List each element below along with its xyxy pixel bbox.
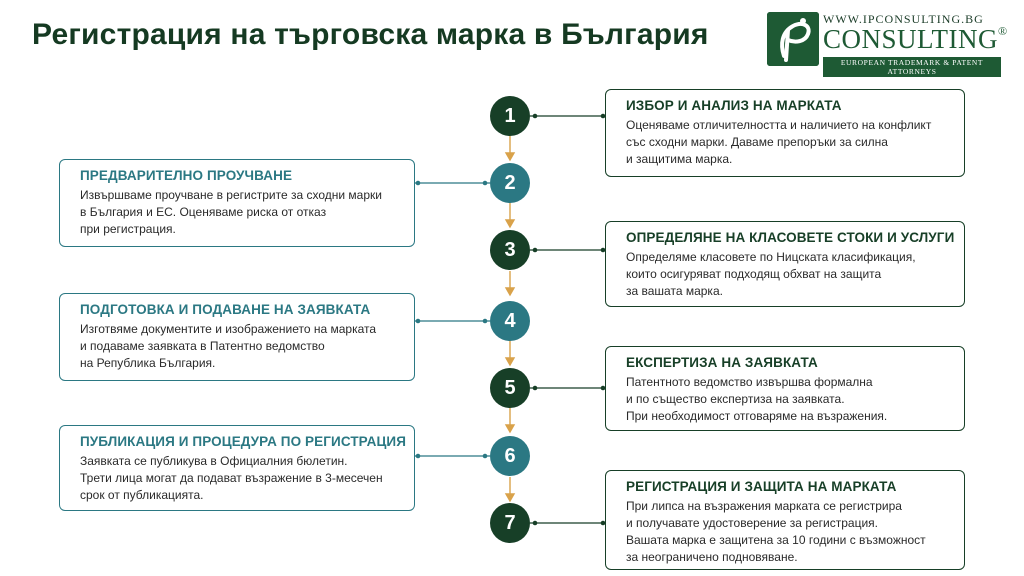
step-text-line: Оценяваме отличителността и наличието на… bbox=[626, 118, 932, 132]
page-title: Регистрация на търговска марка в Българи… bbox=[32, 18, 709, 51]
step-text-line: за вашата марка. bbox=[626, 284, 723, 298]
logo-name: CONSULTING® bbox=[823, 24, 1008, 55]
step-text-line: Определяме класовете по Ницската класифи… bbox=[626, 250, 916, 264]
step-text-line: Извършваме проучване в регистрите за схо… bbox=[80, 188, 382, 202]
registered-mark: ® bbox=[998, 24, 1008, 38]
step-text-line: Вашата марка е защитена за 10 години с в… bbox=[626, 533, 926, 547]
step-title: ЕКСПЕРТИЗА НА ЗАЯВКАТА bbox=[626, 355, 818, 370]
step-arrows bbox=[504, 136, 516, 503]
step-text-line: при регистрация. bbox=[80, 222, 176, 236]
step-card-5: ЕКСПЕРТИЗА НА ЗАЯВКАТА Патентното ведомс… bbox=[605, 346, 965, 431]
step-text-line: Изготвяме документите и изображението на… bbox=[80, 322, 377, 336]
step-text-line: за неограничено подновяване. bbox=[626, 550, 798, 564]
step-text-line: срок от публикацията. bbox=[80, 488, 204, 502]
step-text-line: При необходимост отговаряме на възражени… bbox=[626, 409, 888, 423]
step-text-line: и по същество експертиза на заявката. bbox=[626, 392, 845, 406]
step-text-line: Трети лица могат да подават възражение в… bbox=[80, 471, 383, 485]
step-title: ПРЕДВАРИТЕЛНО ПРОУЧВАНЕ bbox=[80, 168, 293, 183]
step-text-line: и получавате удостоверение за регистраци… bbox=[626, 516, 878, 530]
step-text-line: в България и ЕС. Оценяваме риска от отка… bbox=[80, 205, 327, 219]
step-card-1: ИЗБОР И АНАЛИЗ НА МАРКАТА Оценяваме отли… bbox=[605, 89, 965, 177]
step-text-line: на Република България. bbox=[80, 356, 216, 370]
step-node-4: 4 bbox=[490, 301, 530, 341]
step-title: ПУБЛИКАЦИЯ И ПРОЦЕДУРА ПО РЕГИСТРАЦИЯ bbox=[80, 434, 407, 449]
logo-name-text: CONSULTING bbox=[823, 24, 999, 54]
step-text-line: които осигуряват подходящ обхват на защи… bbox=[626, 267, 882, 281]
step-title: ПОДГОТОВКА И ПОДАВАНЕ НА ЗАЯВКАТА bbox=[80, 302, 371, 317]
logo-emblem-icon bbox=[767, 12, 819, 66]
company-logo[interactable]: WWW.IPCONSULTING.BG CONSULTING® EUROPEAN… bbox=[767, 10, 1008, 77]
step-text-line: Заявката се публикува в Официалния бюлет… bbox=[80, 454, 348, 468]
step-node-5: 5 bbox=[490, 368, 530, 408]
step-card-2: ПРЕДВАРИТЕЛНО ПРОУЧВАНЕ Извършваме проуч… bbox=[59, 159, 415, 247]
logo-subtitle: EUROPEAN TRADEMARK & PATENT ATTORNEYS bbox=[823, 57, 1001, 77]
step-title: ИЗБОР И АНАЛИЗ НА МАРКАТА bbox=[626, 98, 842, 113]
card-connectors bbox=[415, 113, 606, 526]
step-text-line: Патентното ведомство извършва формална bbox=[626, 375, 873, 389]
step-node-2: 2 bbox=[490, 163, 530, 203]
step-node-6: 6 bbox=[490, 436, 530, 476]
step-text-line: със сходни марки. Даваме препоръки за си… bbox=[626, 135, 888, 149]
step-text-line: При липса на възражения марката се регис… bbox=[626, 499, 902, 513]
step-node-7: 7 bbox=[490, 503, 530, 543]
step-text-line: и защитима марка. bbox=[626, 152, 733, 166]
step-node-1: 1 bbox=[490, 96, 530, 136]
step-card-4: ПОДГОТОВКА И ПОДАВАНЕ НА ЗАЯВКАТА Изготв… bbox=[59, 293, 415, 381]
step-text-line: и подаваме заявката в Патентно ведомство bbox=[80, 339, 325, 353]
step-card-6: ПУБЛИКАЦИЯ И ПРОЦЕДУРА ПО РЕГИСТРАЦИЯ За… bbox=[59, 425, 415, 511]
step-title: ОПРЕДЕЛЯНЕ НА КЛАСОВЕТЕ СТОКИ И УСЛУГИ bbox=[626, 230, 955, 245]
step-card-3: ОПРЕДЕЛЯНЕ НА КЛАСОВЕТЕ СТОКИ И УСЛУГИ О… bbox=[605, 221, 965, 307]
logo-url: WWW.IPCONSULTING.BG bbox=[823, 12, 984, 26]
step-title: РЕГИСТРАЦИЯ И ЗАЩИТА НА МАРКАТА bbox=[626, 479, 897, 494]
step-card-7: РЕГИСТРАЦИЯ И ЗАЩИТА НА МАРКАТА При липс… bbox=[605, 470, 965, 570]
step-node-3: 3 bbox=[490, 230, 530, 270]
